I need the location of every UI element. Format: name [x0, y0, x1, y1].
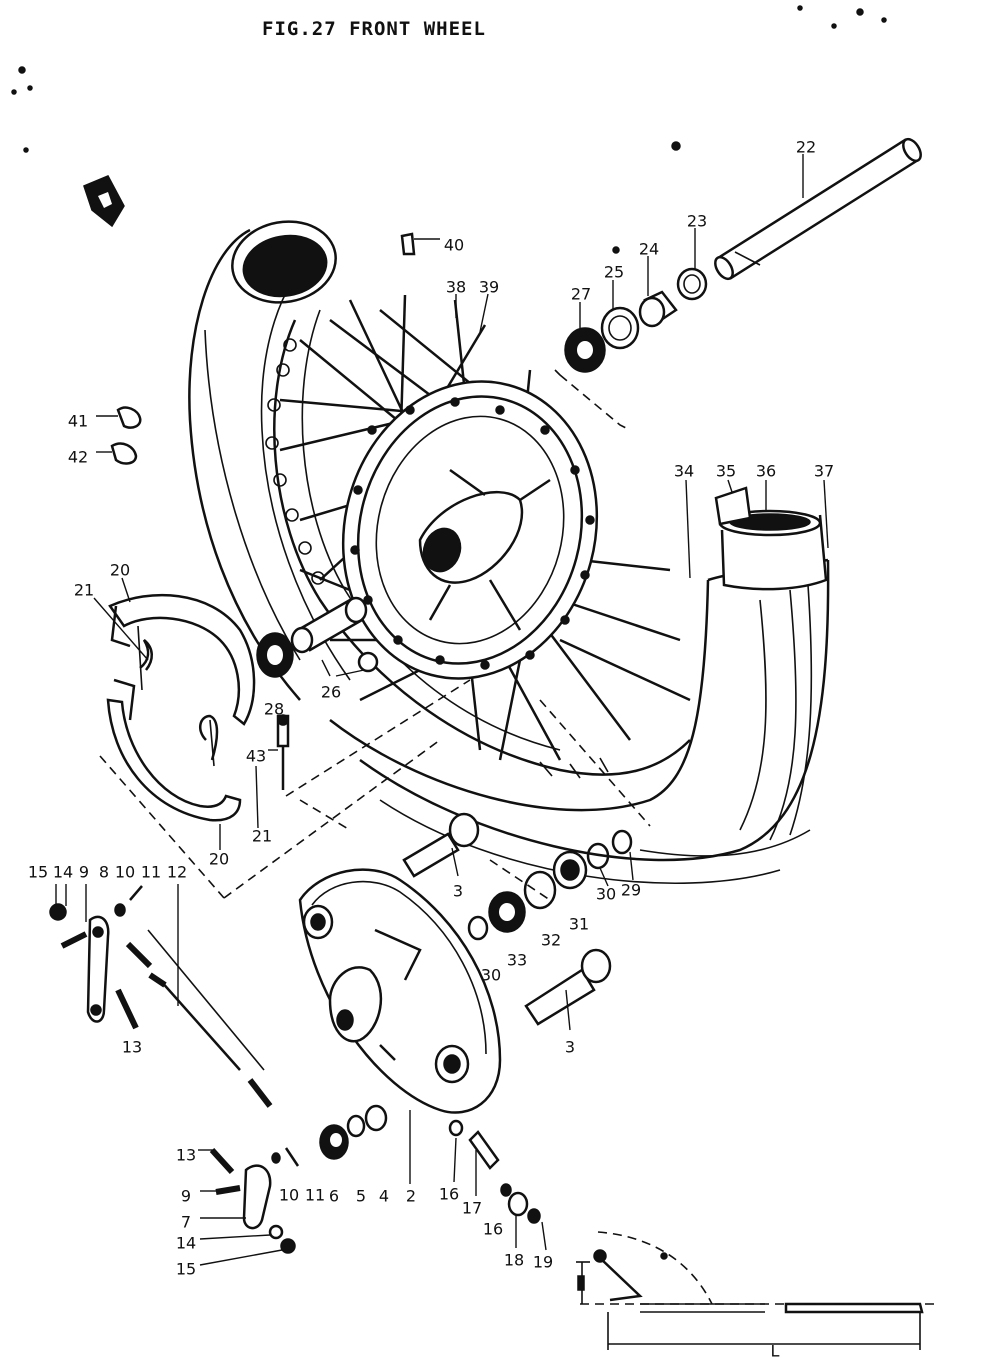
part-label-19: 19	[533, 1253, 553, 1272]
part-label-36: 36	[756, 462, 776, 481]
part-label-21b: 21	[252, 827, 272, 846]
tire-rear-section	[188, 220, 351, 701]
part-label-16a: 16	[439, 1185, 459, 1204]
part-label-25: 25	[604, 263, 624, 282]
part-label-20b: 20	[209, 850, 229, 869]
part-label-30b: 30	[481, 966, 501, 985]
part-label-20a: 20	[110, 561, 130, 580]
axle-spacers-and-bearings	[554, 246, 708, 431]
part-label-8: 8	[99, 863, 109, 882]
part-label-5: 5	[356, 1187, 366, 1206]
part-label-13b: 13	[176, 1146, 196, 1165]
part-label-10a: 10	[115, 863, 135, 882]
part-label-37: 37	[814, 462, 834, 481]
part-label-15b: 15	[176, 1260, 196, 1279]
front-direction-arrow-icon	[83, 175, 125, 228]
part-label-21a: 21	[74, 581, 94, 600]
part-label-33: 33	[507, 951, 527, 970]
part-label-11b: 11	[305, 1186, 325, 1205]
part-label-14a: 14	[53, 863, 73, 882]
valve-cap	[400, 232, 440, 256]
wheel-rim	[265, 309, 691, 779]
part-label-16b: 16	[483, 1220, 503, 1239]
front-axle	[714, 137, 922, 281]
figure-title: FIG.27 FRONT WHEEL	[262, 18, 486, 40]
brake-lever-assembly-upper	[49, 884, 273, 1108]
part-label-42: 42	[68, 448, 88, 467]
part-label-22: 22	[796, 138, 816, 157]
inner-tube-section	[714, 486, 828, 591]
assembly-guide-lines	[99, 679, 651, 901]
wheel-hub	[341, 380, 599, 680]
part-label-43: 43	[246, 747, 266, 766]
brake-cams	[402, 812, 612, 1031]
part-label-28: 28	[264, 700, 284, 719]
part-label-17: 17	[462, 1199, 482, 1218]
part-label-L: L	[771, 1342, 780, 1361]
part-label-31: 31	[569, 915, 589, 934]
washers-and-bearings	[467, 829, 633, 941]
part-label-27: 27	[571, 285, 591, 304]
part-label-26: 26	[321, 683, 341, 702]
part-label-14b: 14	[176, 1234, 196, 1253]
part-label-32: 32	[541, 931, 561, 950]
nipple-parts	[96, 406, 142, 465]
part-label-18: 18	[504, 1251, 524, 1270]
part-label-34: 34	[674, 462, 694, 481]
spoke-nipple-43	[268, 714, 290, 790]
dust-seal-and-spacer	[256, 596, 379, 678]
speedometer-drive-parts	[448, 1119, 547, 1251]
part-label-23: 23	[687, 212, 707, 231]
part-label-30a: 30	[596, 885, 616, 904]
part-label-3b: 3	[565, 1038, 575, 1057]
part-label-35: 35	[716, 462, 736, 481]
brake-shoes	[106, 593, 256, 822]
part-label-39: 39	[479, 278, 499, 297]
scan-speckles	[11, 5, 887, 153]
part-label-38: 38	[446, 278, 466, 297]
part-label-41: 41	[68, 412, 88, 431]
part-label-12: 12	[167, 863, 187, 882]
spoke-dimension-sketch	[576, 1231, 940, 1350]
part-label-29: 29	[621, 881, 641, 900]
part-label-40: 40	[444, 236, 464, 255]
part-label-9a: 9	[79, 863, 89, 882]
part-label-10b: 10	[279, 1186, 299, 1205]
part-label-13a: 13	[122, 1038, 142, 1057]
part-label-9b: 9	[181, 1187, 191, 1206]
part-label-11a: 11	[141, 863, 161, 882]
part-label-6: 6	[329, 1187, 339, 1206]
part-label-24: 24	[639, 240, 659, 259]
upper-leaders	[93, 154, 829, 887]
brake-panel	[298, 868, 502, 1114]
brake-lever-assembly-lower	[198, 1104, 411, 1266]
part-label-2: 2	[406, 1187, 416, 1206]
part-label-3a: 3	[453, 882, 463, 901]
part-label-7: 7	[181, 1213, 191, 1232]
part-label-15a: 15	[28, 863, 48, 882]
part-label-4: 4	[379, 1187, 389, 1206]
